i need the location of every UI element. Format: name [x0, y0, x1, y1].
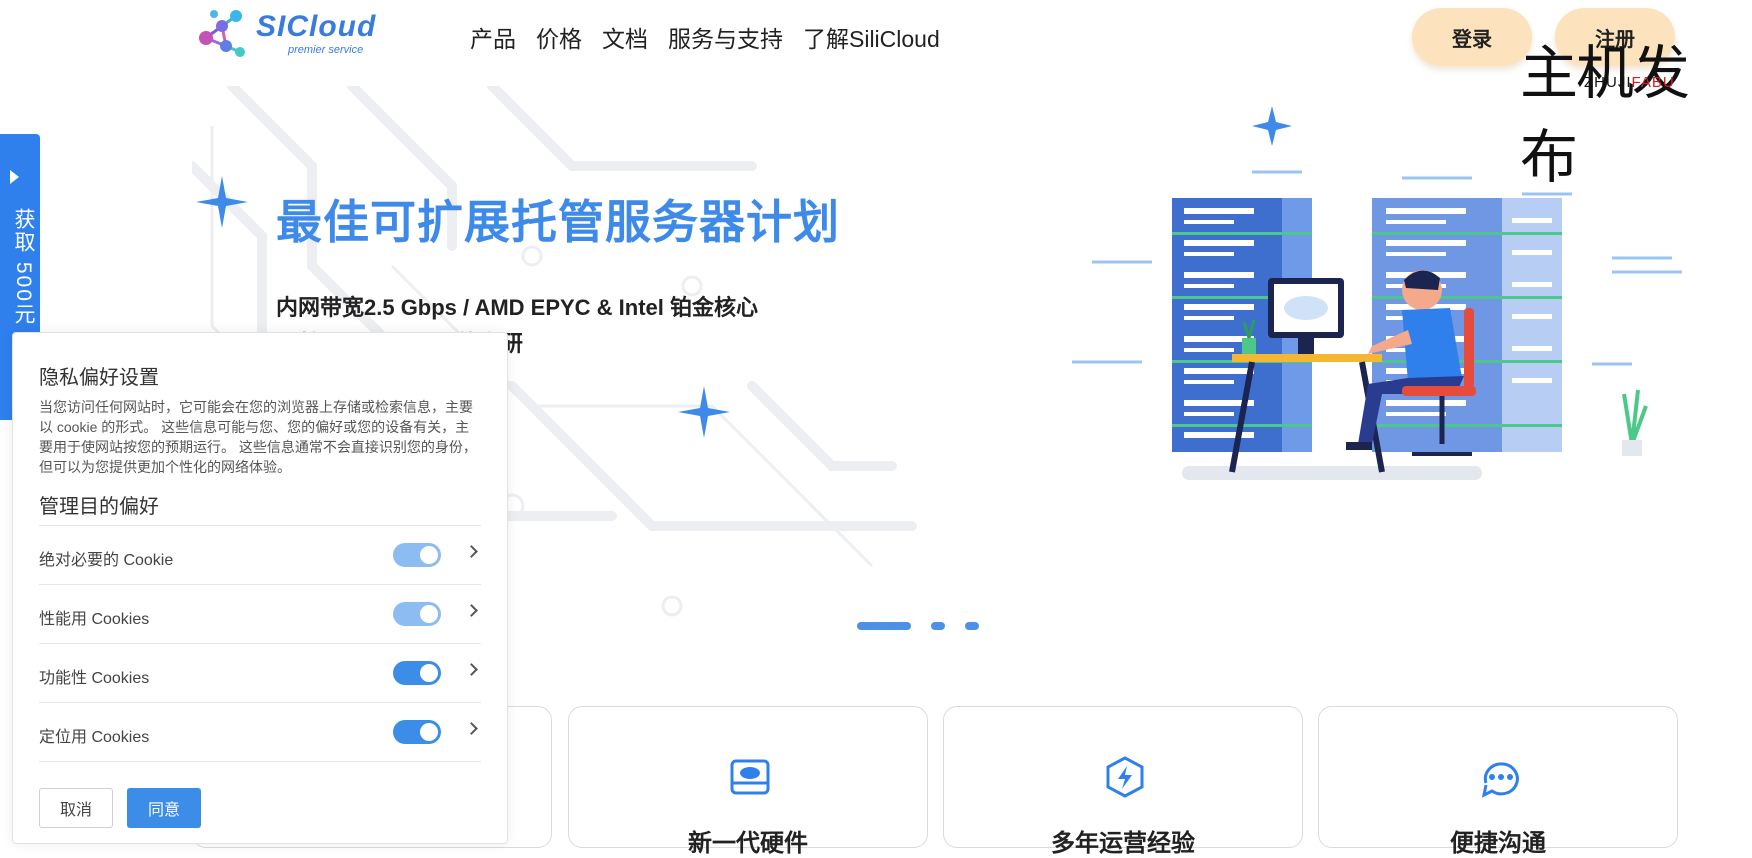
chevron-right-icon[interactable]	[465, 545, 478, 558]
nav-docs[interactable]: 文档	[602, 26, 648, 52]
hero-subtitle-1: 内网带宽2.5 Gbps / AMD EPYC & Intel 铂金核心	[276, 295, 759, 320]
cookie-row-label: 功能性 Cookies	[39, 670, 150, 687]
cookie-toggle-functional[interactable]	[393, 661, 441, 685]
sparkle-icon	[678, 386, 730, 438]
carousel-dot[interactable]	[857, 622, 911, 630]
nav-products[interactable]: 产品	[470, 26, 516, 52]
hard-drive-icon	[730, 759, 770, 795]
manage-preferences-heading: 管理目的偏好	[39, 496, 159, 518]
watermark-sub-a: ZHUJI	[1584, 74, 1632, 91]
cookie-row-label: 性能用 Cookies	[39, 611, 150, 628]
cookie-toggle-targeting[interactable]	[393, 720, 441, 744]
site-header: SICloud premier service 产品 价格 文档 服务与支持 了…	[0, 0, 1752, 191]
chevron-right-icon[interactable]	[465, 604, 478, 617]
site-logo[interactable]: SICloud premier service	[192, 4, 412, 60]
chat-icon	[1481, 762, 1519, 798]
chevron-right-icon[interactable]	[465, 722, 478, 735]
feature-card[interactable]: 便捷沟通	[1318, 706, 1678, 857]
cookie-agree-button[interactable]: 同意	[127, 788, 201, 828]
lightning-icon	[1106, 756, 1144, 798]
watermark-logo: 主机发布 ZHUJIFABU	[1520, 26, 1730, 191]
chevron-right-icon[interactable]	[465, 663, 478, 676]
sparkle-icon	[196, 176, 248, 228]
logo-wordmark: SICloud	[256, 10, 377, 43]
cookie-row-necessary[interactable]: 绝对必要的 Cookie	[39, 526, 481, 585]
watermark-text: 主机发布	[1520, 39, 1690, 191]
cookie-row-label: 绝对必要的 Cookie	[39, 552, 174, 569]
cookie-cancel-button[interactable]: 取消	[39, 788, 113, 828]
cookie-category-list: 绝对必要的 Cookie 性能用 Cookies 功能性 Cookies 定位用…	[39, 525, 481, 762]
cookie-row-functional[interactable]: 功能性 Cookies	[39, 644, 481, 703]
nav-support[interactable]: 服务与支持	[668, 26, 783, 52]
hero-title: 最佳可扩展托管服务器计划	[276, 196, 840, 248]
server-room-illustration	[1072, 106, 1682, 480]
cookie-row-performance[interactable]: 性能用 Cookies	[39, 585, 481, 644]
feature-card-title: 多年运营经验	[1051, 830, 1195, 857]
privacy-panel-title: 隐私偏好设置	[39, 367, 159, 389]
carousel-dot[interactable]	[965, 622, 979, 630]
feature-card-title: 新一代硬件	[688, 830, 808, 857]
feature-card[interactable]: 多年运营经验	[943, 706, 1303, 857]
watermark-subtext: ZHUJIFABU	[1584, 74, 1675, 91]
cookie-toggle-performance[interactable]	[393, 602, 441, 626]
privacy-preferences-panel: 隐私偏好设置 当您访问任何网站时，它可能会在您的浏览器上存储或检索信息，主要以 …	[12, 332, 508, 844]
watermark-sub-b: FABU	[1631, 74, 1675, 91]
carousel-pagination	[857, 622, 979, 630]
play-arrow-icon	[10, 170, 19, 184]
molecule-logo-icon	[199, 10, 245, 57]
cookie-toggle-necessary[interactable]	[393, 543, 441, 567]
login-button[interactable]: 登录	[1412, 8, 1532, 66]
feature-card[interactable]: 新一代硬件	[568, 706, 928, 857]
carousel-dot[interactable]	[931, 622, 945, 630]
privacy-panel-description: 当您访问任何网站时，它可能会在您的浏览器上存储或检索信息，主要以 cookie …	[39, 399, 477, 475]
main-nav: 产品 价格 文档 服务与支持 了解SiliCloud	[470, 20, 940, 54]
cookie-row-targeting[interactable]: 定位用 Cookies	[39, 703, 481, 762]
register-button[interactable]: 注册	[1555, 8, 1675, 66]
nav-pricing[interactable]: 价格	[536, 26, 582, 52]
logo-tagline: premier service	[288, 44, 364, 56]
cookie-row-label: 定位用 Cookies	[39, 729, 150, 746]
nav-about[interactable]: 了解SiliCloud	[803, 26, 940, 52]
feature-card-title: 便捷沟通	[1450, 830, 1546, 857]
